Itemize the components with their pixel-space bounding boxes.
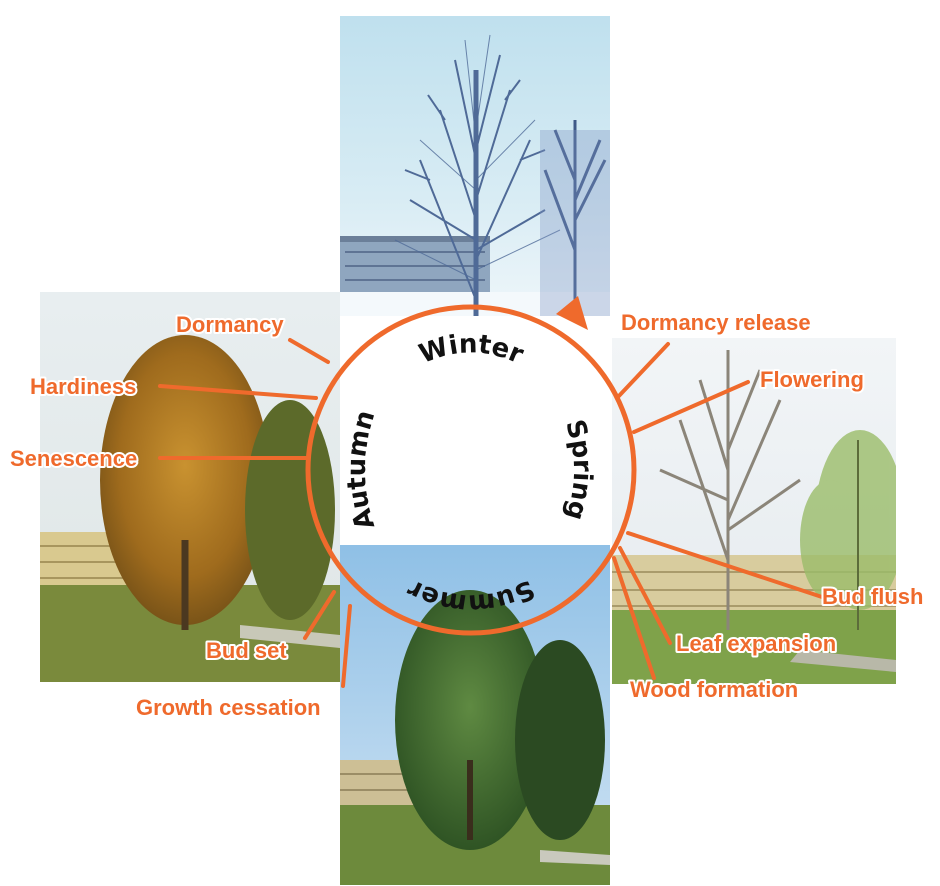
leader-leaf-expansion bbox=[618, 546, 672, 645]
label-growth-cessation: Growth cessation bbox=[136, 695, 321, 720]
leader-lines bbox=[158, 338, 824, 688]
seasonal-cycle-ring bbox=[305, 304, 637, 636]
label-dormancy-release: Dormancy release bbox=[621, 310, 811, 335]
label-leaf-expansion: Leaf expansion bbox=[676, 631, 836, 656]
label-flowering: Flowering bbox=[760, 367, 864, 392]
cycle-arrowhead bbox=[556, 296, 588, 330]
leader-bud-flush bbox=[626, 531, 824, 599]
label-hardiness: Hardiness bbox=[30, 374, 136, 399]
label-bud-set: Bud set bbox=[206, 638, 287, 663]
label-bud-flush: Bud flush bbox=[822, 584, 923, 609]
leader-flowering bbox=[632, 380, 750, 434]
leader-wood-formation bbox=[612, 556, 656, 680]
leader-hardiness bbox=[158, 384, 318, 400]
season-winter-label: Winter bbox=[415, 329, 527, 370]
leader-bud-set bbox=[303, 590, 336, 640]
leader-dormancy-release bbox=[615, 342, 670, 400]
leader-growth-cessation bbox=[341, 604, 352, 688]
label-senescence: Senescence bbox=[10, 446, 137, 471]
autumn-photo bbox=[40, 292, 340, 682]
winter-photo bbox=[340, 16, 610, 316]
leader-dormancy bbox=[288, 338, 330, 364]
label-wood-formation: Wood formation bbox=[630, 677, 798, 702]
center-panel bbox=[340, 390, 612, 542]
label-dormancy: Dormancy bbox=[176, 312, 284, 337]
